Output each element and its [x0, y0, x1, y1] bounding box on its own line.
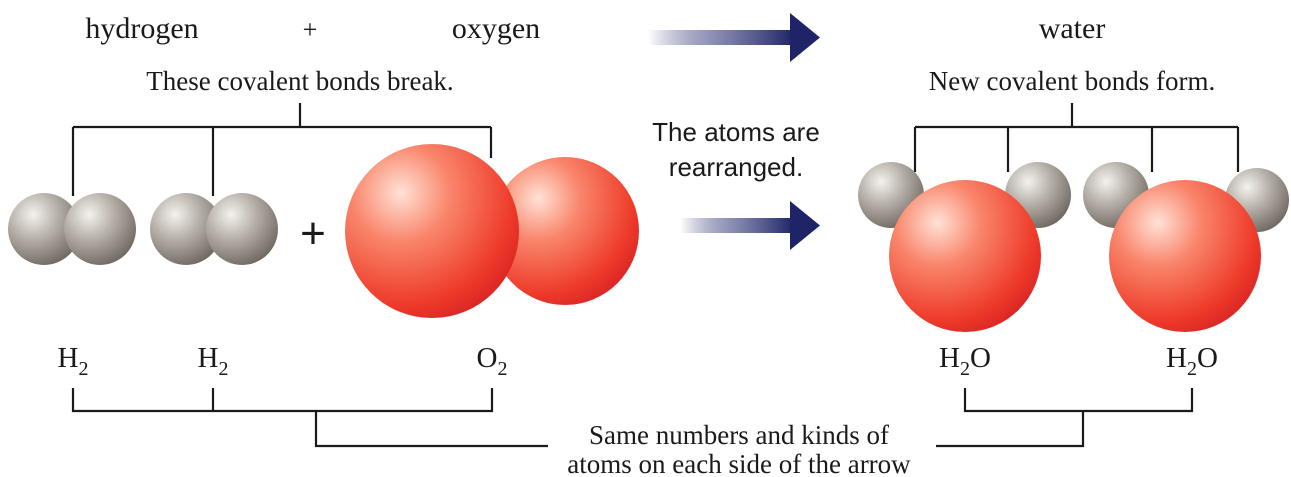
water-molecule-a [858, 162, 1071, 332]
atoms-rearranged-note-line2: rearranged. [669, 152, 803, 182]
formula-h2o-b: H2O [1166, 342, 1218, 380]
bonds-break-note: These covalent bonds break. [146, 66, 453, 96]
bonds-form-bracket [913, 103, 1240, 172]
conservation-note-line1: Same numbers and kinds of [589, 420, 889, 450]
hydrogen-atom [64, 193, 136, 265]
atoms-rearranged-note-line1: The atoms are [652, 117, 820, 147]
hydrogen-molecule-b [150, 193, 278, 265]
oxygen-atom [491, 157, 639, 305]
product-water-label: water [1039, 12, 1106, 45]
conservation-note-line2: atoms on each side of the arrow [567, 449, 911, 477]
formula-h2-a: H2 [58, 342, 89, 380]
oxygen-atom [1109, 180, 1261, 332]
oxygen-atom [889, 180, 1041, 332]
water-molecule-b [1083, 162, 1289, 332]
hydrogen-atom [150, 193, 222, 265]
bonds-form-note: New covalent bonds form. [929, 66, 1215, 96]
formula-h2-b: H2 [198, 342, 229, 380]
reactant-oxygen-label: oxygen [452, 12, 540, 45]
hydrogen-molecule-a [8, 193, 136, 265]
hydrogen-atom [206, 193, 278, 265]
bonds-break-bracket [71, 103, 493, 196]
hydrogen-atom [8, 193, 80, 265]
oxygen-atom [345, 144, 519, 318]
formula-h2o-a: H2O [939, 342, 991, 380]
oxygen-molecule [345, 144, 639, 318]
reactants-bottom-bracket [71, 388, 548, 448]
formula-o2: O2 [477, 342, 508, 380]
reactant-hydrogen-label: hydrogen [85, 12, 198, 45]
products-bottom-bracket [936, 388, 1194, 448]
molecule-plus-sign: + [300, 209, 326, 258]
equation-plus-sign: + [303, 15, 318, 44]
reaction-arrow-top [648, 13, 820, 62]
reaction-arrow-middle [680, 201, 820, 250]
